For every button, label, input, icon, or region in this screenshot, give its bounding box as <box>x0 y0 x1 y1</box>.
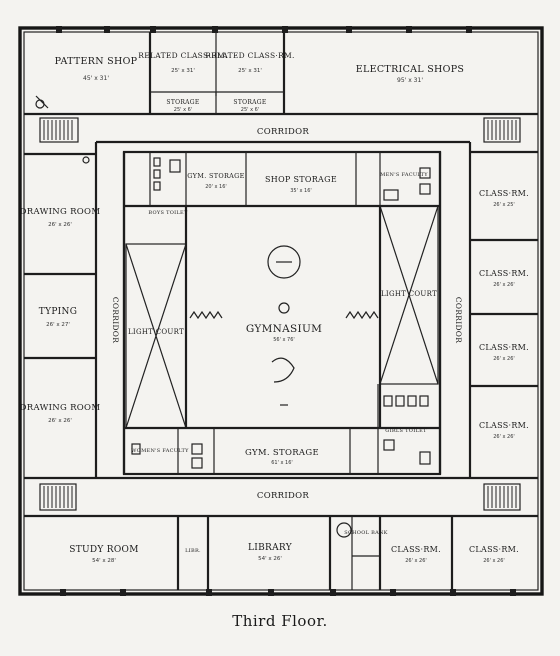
dim-class-r1: 26' x 25' <box>493 202 515 208</box>
label-storage-1: STORAGE <box>166 99 199 106</box>
top-wall-piers <box>56 26 472 33</box>
dim-library: 54' x 26' <box>258 556 282 562</box>
plan-caption: Third Floor. <box>232 612 328 630</box>
label-typing: TYPING <box>39 307 77 317</box>
label-light-court-left: LIGHT COURT <box>128 328 184 336</box>
label-corridor-left: CORRIDOR <box>111 297 120 343</box>
dim-electrical-shops: 95' x 31' <box>397 77 423 84</box>
label-pattern-shop: PATTERN SHOP <box>55 56 138 67</box>
bottom-wall-piers <box>60 589 516 596</box>
dim-typing: 26' x 27' <box>46 322 70 328</box>
dim-class-b1: 26' x 26' <box>405 558 427 564</box>
gym-center-circle <box>278 302 290 314</box>
label-class-r2: CLASS·RM. <box>479 269 529 278</box>
gym-zigzag-left <box>189 310 223 320</box>
mens-faculty-fixtures <box>383 167 431 201</box>
stair-bottom-right <box>483 483 521 511</box>
label-class-r3: CLASS·RM. <box>479 343 529 352</box>
label-womens-faculty: WOMEN'S FACULTY <box>131 448 189 454</box>
label-gymnasium: GYMNASIUM <box>246 323 322 335</box>
label-school-bank: SCHOOL BANK <box>344 530 387 536</box>
inner-block <box>122 150 442 476</box>
dim-pattern-shop: 45' x 31' <box>83 75 109 82</box>
label-related-class-2: RELATED CLASS·RM. <box>205 51 294 60</box>
room-labels: PATTERN SHOP 45' x 31' RELATED CLASS·RM.… <box>20 51 529 564</box>
label-corridor-bottom: CORRIDOR <box>257 491 310 501</box>
boys-toilet-fixtures <box>153 157 181 191</box>
dim-drawing-room-1: 26' x 26' <box>48 222 72 228</box>
outer-wall-inner-line <box>23 31 539 591</box>
dim-drawing-room-2: 26' x 26' <box>48 418 72 424</box>
dim-related-class-2: 25' x 31' <box>238 68 262 74</box>
label-shop-storage: SHOP STORAGE <box>265 175 337 184</box>
label-electrical-shops: ELECTRICAL SHOPS <box>356 64 464 75</box>
label-drawing-room-1: DRAWING ROOM <box>20 207 101 217</box>
label-study-room: STUDY ROOM <box>69 545 139 555</box>
label-light-court-right: LIGHT COURT <box>381 290 437 298</box>
label-class-r4: CLASS·RM. <box>479 421 529 430</box>
stair-top-left <box>39 117 79 143</box>
outer-wall <box>18 26 544 596</box>
label-girls-toilet: GIRLS TOILET <box>385 428 427 434</box>
gym-circle-top <box>267 245 301 279</box>
dim-gymnasium: 56' x 76' <box>273 337 295 343</box>
label-corridor-right: CORRIDOR <box>454 297 463 343</box>
label-gym-storage-bottom: GYM. STORAGE <box>245 448 319 458</box>
dim-class-b2: 26' x 26' <box>483 558 505 564</box>
dim-shop-storage: 35' x 16' <box>290 188 312 194</box>
label-corridor-top: CORRIDOR <box>257 127 310 137</box>
stair-bottom-left <box>39 483 77 511</box>
dim-gym-storage-bottom: 61' x 16' <box>271 460 293 466</box>
dim-storage-1: 25' x 6' <box>174 107 192 113</box>
dim-class-r4: 26' x 26' <box>493 434 515 440</box>
dim-storage-2: 25' x 6' <box>241 107 259 113</box>
label-library: LIBRARY <box>248 543 293 553</box>
label-librarian: LIBR. <box>185 548 201 554</box>
label-class-r1: CLASS·RM. <box>479 189 529 198</box>
label-class-b1: CLASS·RM. <box>391 545 441 554</box>
label-class-b2: CLASS·RM. <box>469 545 519 554</box>
dim-class-r3: 26' x 26' <box>493 356 515 362</box>
label-gym-storage-top: GYM. STORAGE <box>187 172 244 180</box>
gym-arc-bottom <box>271 357 295 383</box>
girls-toilet-fixtures <box>383 395 431 465</box>
label-drawing-room-2: DRAWING ROOM <box>20 403 101 413</box>
dim-class-r2: 26' x 26' <box>493 282 515 288</box>
gym-zigzag-right <box>345 310 379 320</box>
label-related-class-1: RELATED CLASS·RM. <box>138 51 227 60</box>
dim-study-room: 54' x 28' <box>92 558 116 564</box>
dim-gym-storage-top: 20' x 16' <box>205 184 227 190</box>
stair-top-right <box>483 117 521 143</box>
label-mens-faculty: MEN'S FACULTY <box>380 172 428 178</box>
womens-faculty-fixtures <box>131 443 203 469</box>
label-boys-toilet: BOYS TOILET <box>148 210 188 216</box>
label-storage-2: STORAGE <box>233 99 266 106</box>
dim-related-class-1: 25' x 31' <box>171 68 195 74</box>
